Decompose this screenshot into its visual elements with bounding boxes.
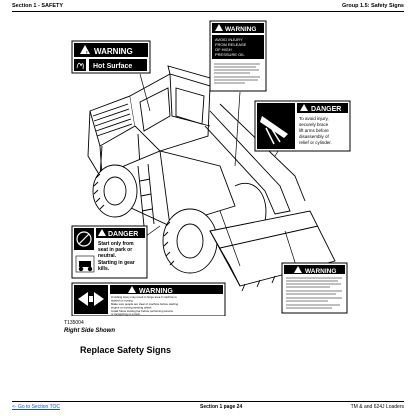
warning-triangle-icon [294, 266, 302, 273]
page-header: Section 1 - SAFETY Group 1.5: Safety Sig… [12, 3, 404, 12]
svg-text:Starting in gear: Starting in gear [98, 260, 135, 266]
page-footer: <- Go to Section TOC Section 1 page 24 T… [12, 404, 404, 412]
svg-text:WARNING: WARNING [94, 47, 133, 56]
group-title: Group 1.5: Safety Signs [341, 3, 404, 9]
warning-triangle-icon [215, 24, 223, 31]
warning-triangle-icon [80, 45, 90, 54]
svg-text:Hot Surface: Hot Surface [93, 63, 132, 70]
warning-crushing-injury-sign: WARNING Crushing injury may result in hi… [71, 282, 226, 316]
svg-text:Start only from: Start only from [98, 241, 134, 247]
svg-text:lift arms before: lift arms before [299, 128, 329, 133]
svg-text:or transporting on a truck.: or transporting on a truck. [111, 312, 141, 316]
loader-safety-sign-diagram: ! WARNING Hot Surface WARNING AVOID INJU… [71, 20, 351, 316]
svg-text:WARNING: WARNING [139, 288, 173, 295]
svg-text:kills.: kills. [98, 266, 110, 272]
svg-text:OF HIGH: OF HIGH [215, 47, 232, 52]
warning-triangle-icon [128, 286, 136, 293]
svg-text:relief or cylinder.: relief or cylinder. [299, 140, 332, 145]
svg-text:engine or moving steering whee: engine or moving steering wheel. [111, 306, 152, 310]
svg-text:Install frame locking bar befo: Install frame locking bar before perform… [111, 309, 173, 313]
figure-id: T135004 [64, 320, 84, 326]
svg-text:DANGER: DANGER [108, 231, 138, 238]
danger-lift-arms-sign: DANGER To avoid injury, securely brace l… [254, 100, 351, 152]
svg-text:Make sure people are clear of: Make sure people are clear of machine be… [111, 302, 178, 306]
svg-text:WARNING: WARNING [305, 268, 336, 275]
header-rule [12, 11, 404, 12]
svg-text:!: ! [86, 51, 88, 57]
danger-triangle-icon [98, 229, 106, 236]
danger-triangle-icon [300, 104, 308, 111]
page-number: Section 1 page 24 [200, 404, 243, 410]
svg-text:WARNING: WARNING [225, 26, 256, 33]
section-title: Section 1 - SAFETY [12, 3, 64, 9]
warning-hot-surface-sign: ! WARNING Hot Surface [71, 40, 151, 74]
footer-rule [12, 401, 404, 402]
svg-text:AVOID INJURY: AVOID INJURY [215, 37, 243, 42]
section-toc-link[interactable]: <- Go to Section TOC [12, 404, 61, 410]
svg-text:securely brace: securely brace [299, 122, 329, 127]
warning-small-sign: WARNING [281, 262, 348, 314]
svg-text:started or moving.: started or moving. [111, 299, 134, 303]
figure-caption: Right Side Shown [64, 328, 115, 334]
hand-burn-icon [74, 59, 86, 71]
svg-text:seat in park or: seat in park or [98, 247, 132, 253]
svg-text:neutral.: neutral. [98, 253, 117, 259]
svg-text:Crushing injury may result in: Crushing injury may result in hinge area… [111, 295, 177, 299]
section-heading: Replace Safety Signs [80, 345, 172, 355]
svg-text:disassembly of: disassembly of [299, 134, 330, 139]
manual-title: TM & and 624J Loaders [350, 404, 404, 410]
svg-text:DANGER: DANGER [311, 106, 341, 113]
svg-text:To avoid injury,: To avoid injury, [299, 116, 329, 121]
danger-start-from-seat-sign: DANGER Start only from seat in park or n… [71, 225, 148, 279]
svg-text:FROM RELEASE: FROM RELEASE [215, 42, 247, 47]
svg-text:PRESSURE OIL: PRESSURE OIL [215, 52, 245, 57]
warning-high-pressure-oil-sign: WARNING AVOID INJURY FROM RELEASE OF HIG… [209, 20, 267, 92]
